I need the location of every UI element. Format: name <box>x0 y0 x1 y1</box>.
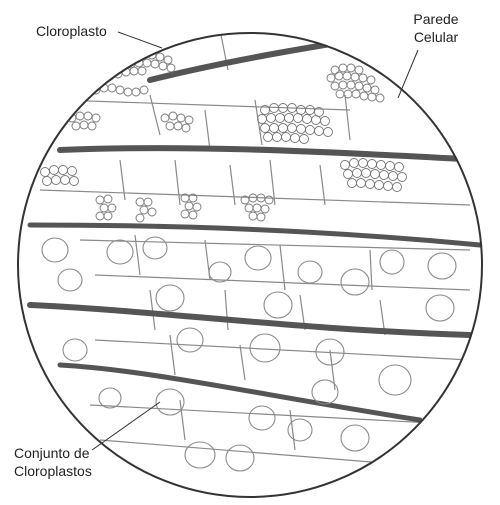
cell-wall-leader-line <box>397 49 419 99</box>
cell-wall-label-line1: Parede <box>413 11 459 27</box>
cell-wall-label-line2: Celular <box>413 29 459 45</box>
chloroplast-label-text: Cloroplasto <box>36 23 107 39</box>
field-of-view-circle <box>17 32 483 498</box>
cell-field <box>27 33 482 472</box>
leader-lines <box>91 31 419 451</box>
cluster-leader-line <box>91 401 161 451</box>
chloroplast-leader-line <box>117 31 163 49</box>
cell-walls-thick <box>27 33 482 423</box>
chloroplast-cluster-label-line2: Cloroplastos <box>14 463 92 479</box>
chloroplast-label: Cloroplasto <box>36 22 107 40</box>
chloroplast-cluster-label-line1: Conjunto de <box>14 445 90 461</box>
chloroplast-cluster-label: Conjunto de Cloroplastos <box>14 444 92 480</box>
cell-wall-label: Parede Celular <box>400 10 472 46</box>
large-cells <box>41 236 457 472</box>
cell-walls-thin <box>39 33 471 471</box>
